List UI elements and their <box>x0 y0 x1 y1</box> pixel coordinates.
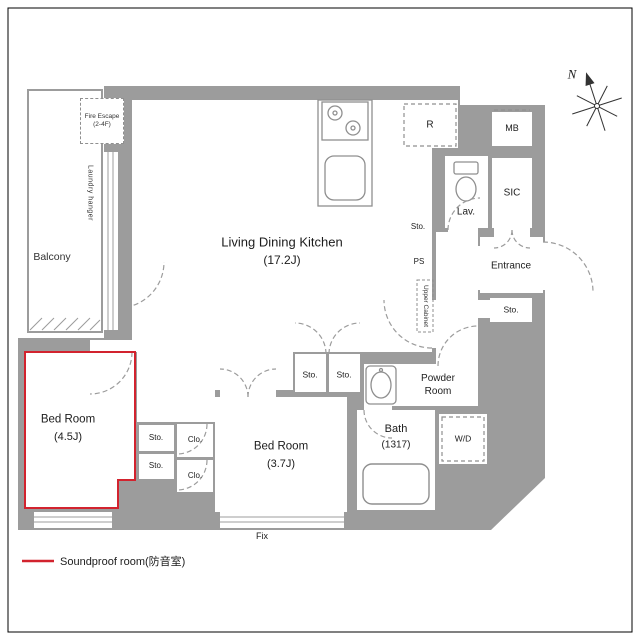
door-swing-arcs <box>89 197 594 491</box>
upper-cabinet-label: Upper Cabinet <box>422 285 430 327</box>
refrigerator-label: R <box>426 119 434 131</box>
powder-room-label: Powder Room <box>421 373 455 397</box>
bedroom-soundproof-size-label: (4.5J) <box>53 430 83 443</box>
fire-escape-label: Fire Escape (2-4F) <box>84 113 120 128</box>
washer-dryer-space-icon <box>441 416 485 462</box>
page-border <box>7 7 633 633</box>
entrance-storage-label: Sto. <box>503 304 519 315</box>
entrance-label: Entrance <box>490 260 532 272</box>
bath-label: Bath <box>384 422 408 435</box>
laundry-hanger-label: Laundry hanger <box>86 164 94 222</box>
bath-size-label: (1317) <box>381 439 411 451</box>
compass-north-label: N <box>567 66 577 82</box>
pillar <box>118 480 135 508</box>
kitchen-storage-label: Sto. <box>410 221 426 231</box>
bedroom-storage-2-label: Sto. <box>148 460 164 470</box>
washbasin-icon <box>365 365 397 405</box>
legend-soundproof-label: Soundproof room(防音室) <box>60 556 186 568</box>
soundproof-room-outline <box>24 351 136 509</box>
bedroom2-size-label: (3.7J) <box>266 457 296 470</box>
lavatory-label: Lav. <box>456 206 476 218</box>
fix-window-label: Fix <box>256 531 268 542</box>
refrigerator-space-icon <box>403 103 457 147</box>
hall-storage-2-label: Sto. <box>336 369 352 380</box>
bathtub-icon <box>362 463 430 505</box>
closet-1-label: Clo. <box>187 434 203 444</box>
closet-2-label: Clo. <box>187 470 203 480</box>
ldk-size-label: (17.2J) <box>263 253 301 268</box>
kitchen-counter-icon <box>317 99 373 207</box>
meter-box-label: MB <box>505 123 519 134</box>
sic-label: SIC <box>503 187 521 199</box>
balcony-rail <box>27 89 103 333</box>
balcony-label: Balcony <box>33 251 71 264</box>
ldk-label: Living Dining Kitchen <box>221 234 343 250</box>
bedroom-soundproof-label: Bed Room <box>40 413 96 426</box>
upper-cabinet-icon <box>416 279 434 333</box>
bedroom2-label: Bed Room <box>253 440 309 453</box>
pipe-space-label: PS <box>413 256 425 266</box>
bedroom-storage-1-label: Sto. <box>148 432 164 442</box>
washer-dryer-label: W/D <box>454 433 472 444</box>
fire-escape-hatch: Fire Escape (2-4F) <box>80 98 124 144</box>
compass-icon <box>572 72 622 131</box>
hall-storage-1-label: Sto. <box>302 369 318 380</box>
window-lines <box>34 152 344 523</box>
